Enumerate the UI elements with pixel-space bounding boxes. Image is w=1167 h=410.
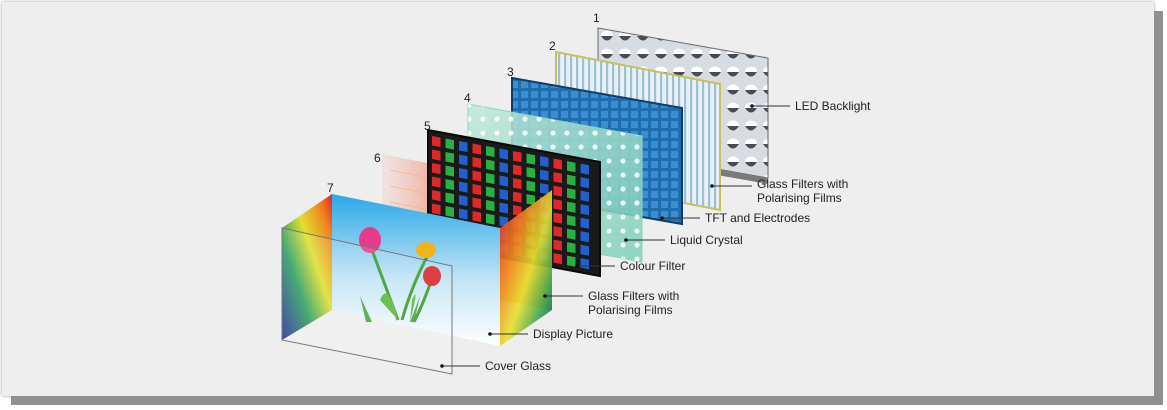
colour-filter-cell bbox=[445, 138, 454, 150]
colour-filter-cell bbox=[472, 143, 481, 155]
colour-filter-cell bbox=[540, 169, 549, 181]
colour-filter-cell bbox=[580, 231, 589, 243]
colour-filter-cell bbox=[567, 215, 576, 227]
colour-filter-cell bbox=[499, 175, 508, 187]
colour-filter-cell bbox=[580, 217, 589, 229]
colour-filter-cell bbox=[432, 149, 441, 161]
colour-filter-cell bbox=[513, 178, 522, 190]
colour-filter-cell bbox=[567, 228, 576, 240]
leader-dots bbox=[440, 104, 754, 368]
label-glass-filters-back-line2: Polarising Films bbox=[757, 191, 842, 205]
layer-cover-glass bbox=[281, 227, 453, 375]
colour-filter-cell bbox=[580, 258, 589, 270]
colour-filter-cell bbox=[553, 212, 562, 224]
colour-filter-cell bbox=[526, 153, 535, 165]
colour-filter-cell bbox=[540, 156, 549, 168]
colour-filter-cell bbox=[580, 204, 589, 216]
colour-filter-cell bbox=[526, 194, 535, 206]
colour-filter-cell bbox=[513, 205, 522, 217]
colour-filter-cell bbox=[499, 202, 508, 214]
colour-filter-cell bbox=[486, 159, 495, 171]
number-4: 4 bbox=[464, 91, 471, 105]
colour-filter-cell bbox=[553, 172, 562, 184]
colour-filter-cell bbox=[580, 244, 589, 256]
number-6: 6 bbox=[374, 151, 381, 165]
colour-filter-cell bbox=[472, 197, 481, 209]
colour-filter-cell bbox=[553, 253, 562, 265]
colour-filter-cell bbox=[486, 173, 495, 185]
label-tft-electrodes: TFT and Electrodes bbox=[705, 211, 810, 225]
colour-filter-cell bbox=[486, 213, 495, 225]
number-1: 1 bbox=[593, 11, 600, 25]
label-led-backlight: LED Backlight bbox=[795, 99, 871, 113]
number-5: 5 bbox=[424, 119, 431, 133]
colour-filter-cell bbox=[445, 152, 454, 164]
colour-filter-cell bbox=[567, 161, 576, 173]
tulip-illustration bbox=[359, 227, 441, 323]
colour-filter-cell bbox=[553, 239, 562, 251]
colour-filter-cell bbox=[486, 200, 495, 212]
label-glass-filters-front-line1: Glass Filters with bbox=[588, 289, 679, 303]
colour-filter-cell bbox=[432, 176, 441, 188]
colour-filter-cell bbox=[580, 190, 589, 202]
layer-display-picture bbox=[282, 190, 552, 346]
colour-filter-cell bbox=[567, 201, 576, 213]
number-3: 3 bbox=[507, 65, 514, 79]
colour-filter-cell bbox=[499, 162, 508, 174]
label-glass-filters-back-line1: Glass Filters with bbox=[757, 177, 848, 191]
colour-filter-cell bbox=[459, 181, 468, 193]
colour-filter-cell bbox=[499, 148, 508, 160]
colour-filter-cell bbox=[553, 226, 562, 238]
label-colour-filter: Colour Filter bbox=[620, 259, 685, 273]
colour-filter-cell bbox=[499, 189, 508, 201]
layer-labels: LED Backlight Glass Filters with Polaris… bbox=[485, 99, 871, 373]
colour-filter-cell bbox=[459, 208, 468, 220]
colour-filter-cell bbox=[445, 179, 454, 191]
colour-filter-cell bbox=[526, 180, 535, 192]
colour-filter-cell bbox=[513, 164, 522, 176]
label-display-picture: Display Picture bbox=[533, 327, 613, 341]
colour-filter-cell bbox=[486, 186, 495, 198]
label-glass-filters-front-line2: Polarising Films bbox=[588, 303, 673, 317]
colour-filter-cell bbox=[553, 199, 562, 211]
colour-filter-cell bbox=[567, 188, 576, 200]
label-liquid-crystal: Liquid Crystal bbox=[670, 233, 743, 247]
leader-lines bbox=[442, 105, 790, 367]
colour-filter-cell bbox=[445, 206, 454, 218]
colour-filter-cell bbox=[472, 184, 481, 196]
colour-filter-cell bbox=[459, 168, 468, 180]
number-2: 2 bbox=[549, 39, 556, 53]
colour-filter-cell bbox=[432, 190, 441, 202]
colour-filter-cell bbox=[445, 192, 454, 204]
colour-filter-cell bbox=[526, 167, 535, 179]
colour-filter-cell bbox=[472, 211, 481, 223]
colour-filter-cell bbox=[567, 255, 576, 267]
colour-filter-cell bbox=[567, 242, 576, 254]
colour-filter-cell bbox=[540, 183, 549, 195]
colour-filter-cell bbox=[567, 174, 576, 186]
colour-filter-cell bbox=[445, 165, 454, 177]
number-7: 7 bbox=[327, 181, 334, 195]
colour-filter-cell bbox=[553, 185, 562, 197]
layer-numbers: 1 2 3 4 5 6 7 bbox=[327, 11, 600, 195]
colour-filter-cell bbox=[472, 170, 481, 182]
colour-filter-cell bbox=[459, 141, 468, 153]
colour-filter-cell bbox=[513, 191, 522, 203]
colour-filter-cell bbox=[432, 163, 441, 175]
colour-filter-cell bbox=[553, 158, 562, 170]
colour-filter-cell bbox=[513, 151, 522, 163]
colour-filter-cell bbox=[459, 195, 468, 207]
colour-filter-cell bbox=[432, 136, 441, 148]
colour-filter-cell bbox=[580, 177, 589, 189]
colour-filter-cell bbox=[486, 146, 495, 158]
colour-filter-cell bbox=[472, 157, 481, 169]
colour-filter-cell bbox=[459, 154, 468, 166]
colour-filter-cell bbox=[432, 203, 441, 215]
colour-filter-cell bbox=[580, 163, 589, 175]
label-cover-glass: Cover Glass bbox=[485, 359, 551, 373]
